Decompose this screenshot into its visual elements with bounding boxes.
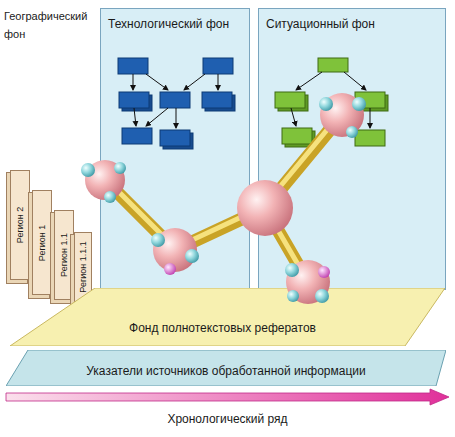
band-label: Фонд полнотекстовых рефератов — [129, 321, 316, 335]
region-label: Регион 2 — [15, 207, 25, 243]
region-label: Регион 1.1 — [59, 233, 69, 277]
band-outline — [6, 350, 446, 386]
band-shape — [0, 288, 445, 346]
fund-band: Фонд полнотекстовых рефератов — [0, 288, 445, 346]
region-folder: Регион 2 — [10, 170, 30, 280]
band-outline — [10, 288, 445, 346]
timeline-arrow — [6, 389, 449, 405]
region-label: Регион 1 — [37, 224, 47, 260]
region-label: Регион 1.1.1 — [78, 241, 88, 292]
molecule-rods — [105, 113, 342, 282]
panel-title: Ситуационный фон — [266, 17, 375, 31]
panel-title: Технологический фон — [108, 17, 229, 31]
region-folder: Регион 1 — [32, 190, 52, 295]
tech-tree — [118, 58, 235, 149]
axis-label: Хронологический ряд — [0, 409, 455, 427]
fund-band: Указатели источников обработанной информ… — [6, 350, 446, 386]
molecule-atoms — [81, 93, 366, 304]
situation-tree — [275, 58, 388, 147]
band-label: Указатели источников обработанной информ… — [86, 364, 365, 378]
axis-label-text: Хронологический ряд — [167, 412, 287, 426]
background-label: Географический фон — [4, 6, 96, 42]
background-label-text: Географический фон — [4, 10, 87, 40]
tech-tree-arrows — [133, 74, 218, 128]
region-folder: Регион 1.1 — [54, 210, 74, 300]
